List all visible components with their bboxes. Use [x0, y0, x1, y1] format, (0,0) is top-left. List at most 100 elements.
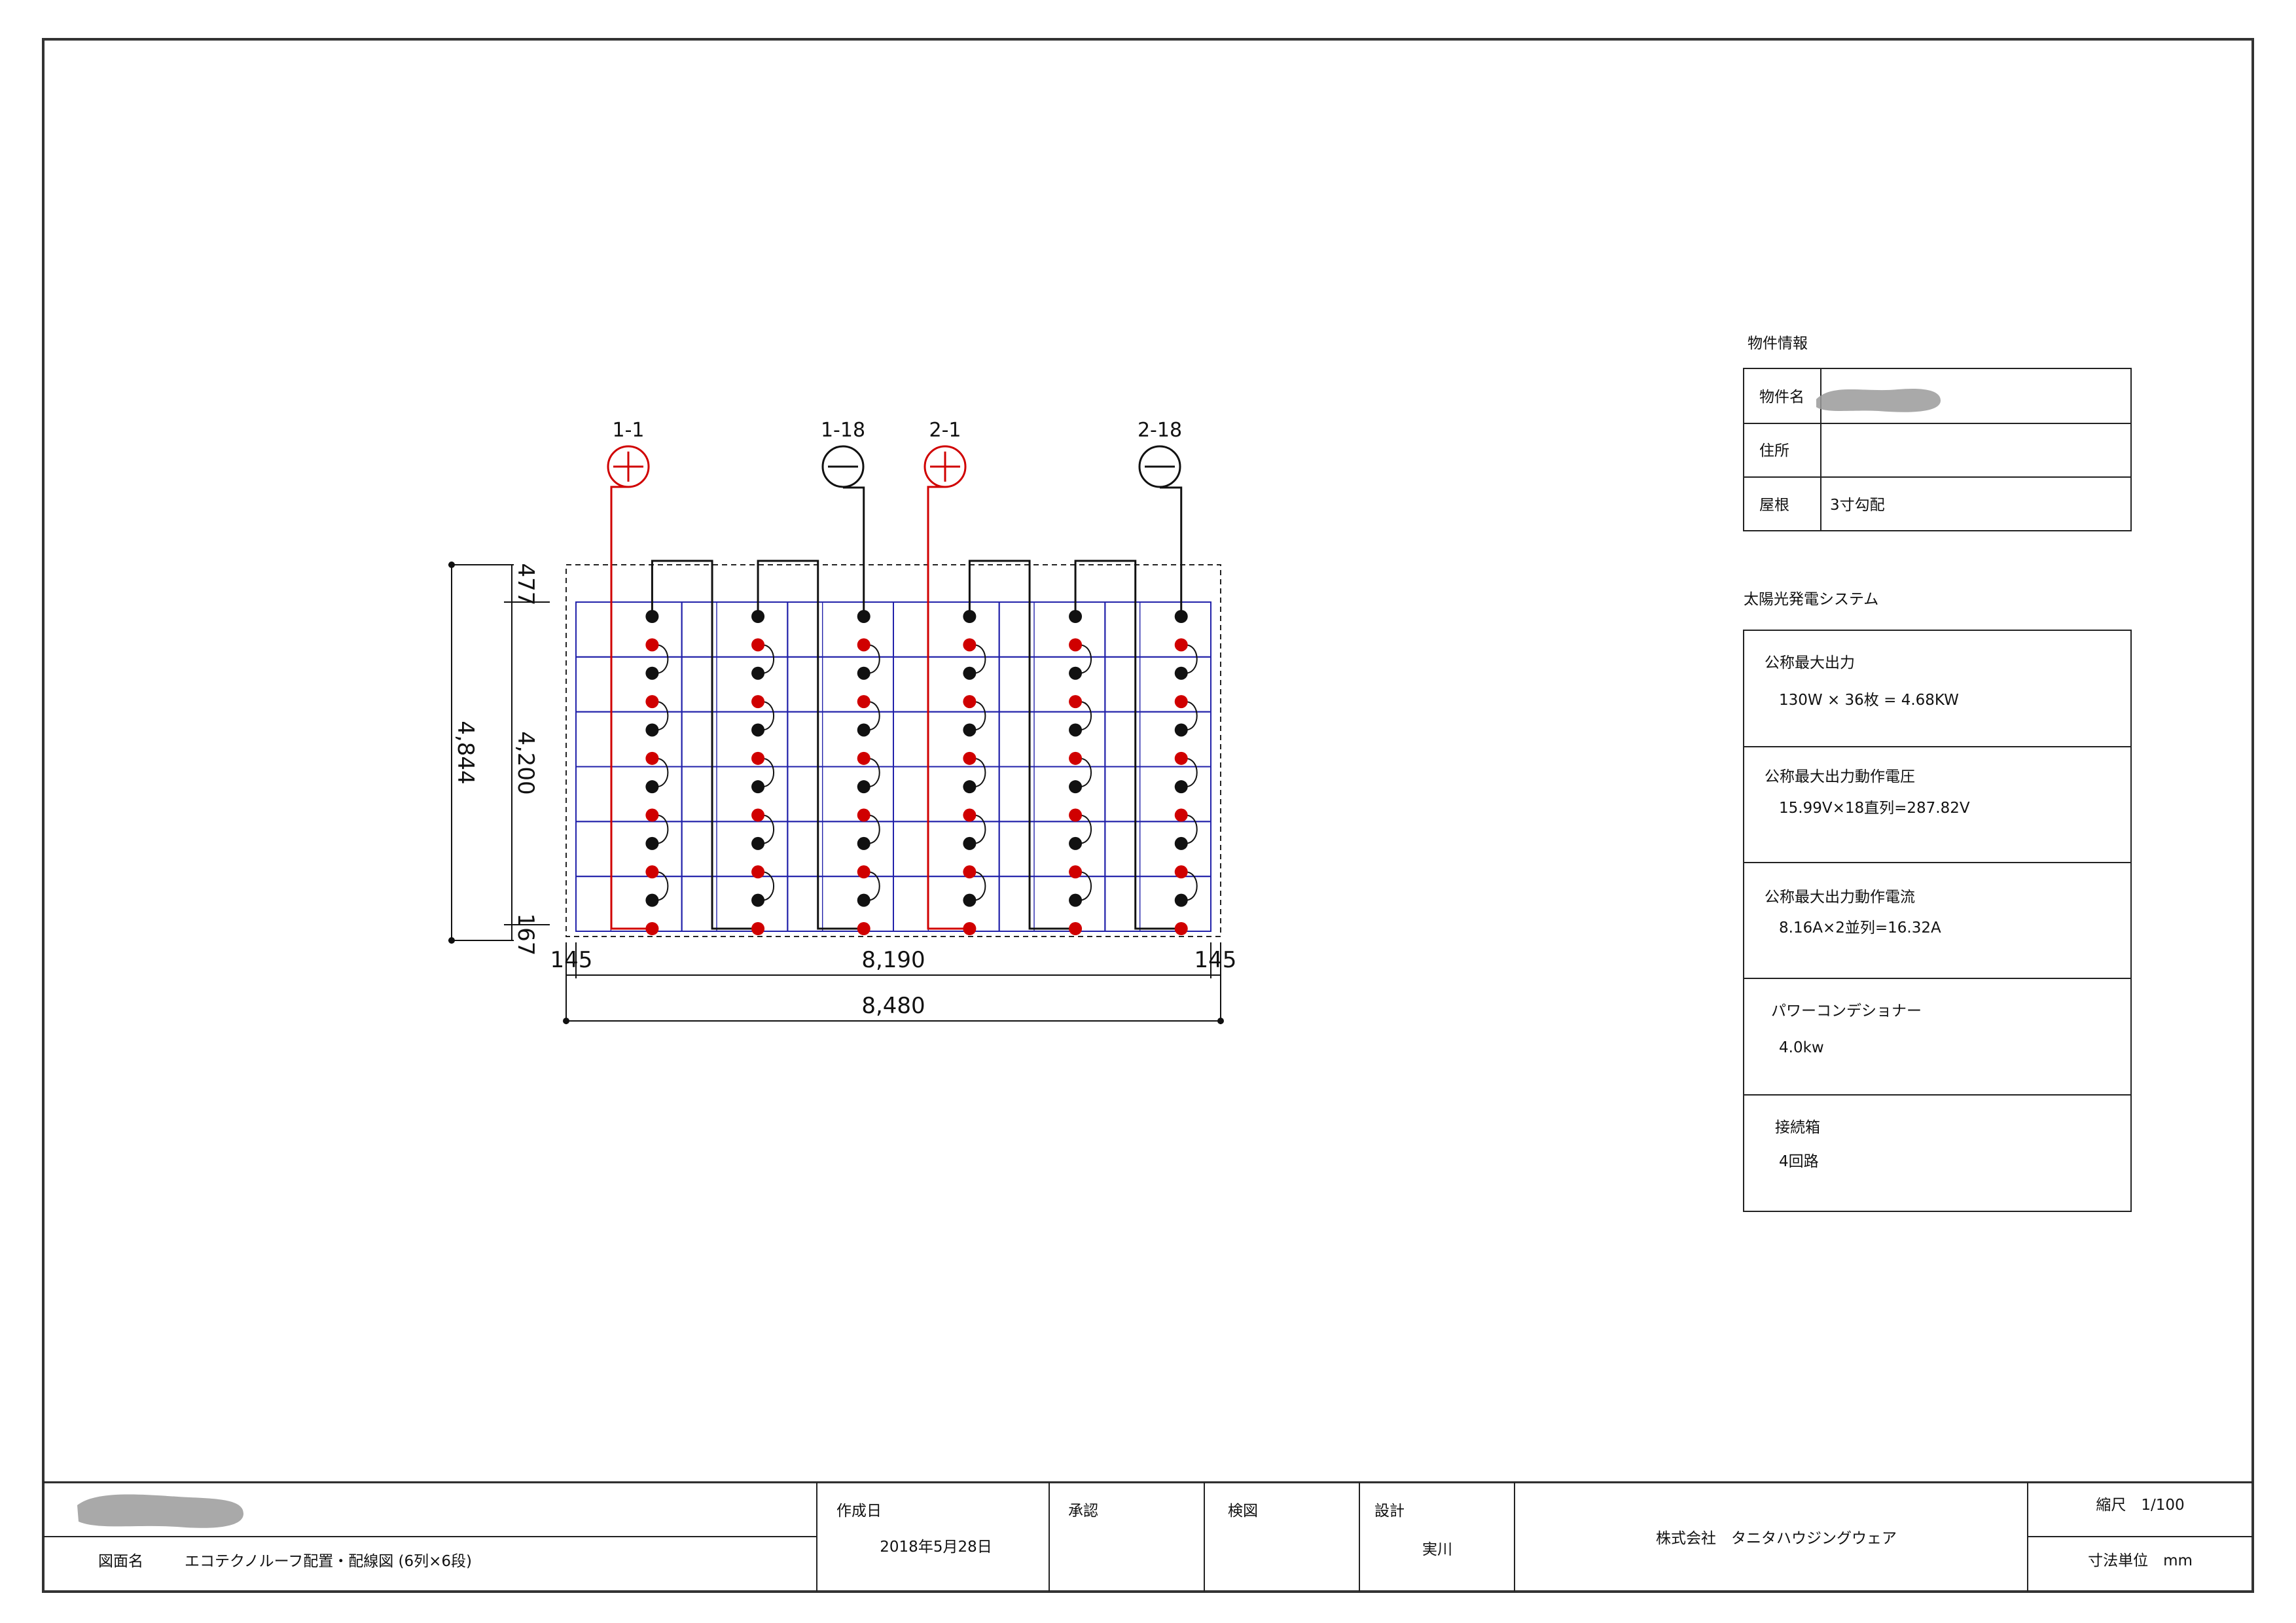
positive-connector	[1174, 865, 1188, 879]
positive-connector	[1174, 922, 1188, 935]
module-jumper	[1079, 757, 1092, 788]
positive-connector	[751, 638, 765, 652]
dimension-total-height	[448, 562, 514, 944]
dimension-margins-height	[504, 565, 550, 940]
solar-panel	[1104, 656, 1212, 713]
positive-connector	[645, 695, 659, 709]
module-jumper	[867, 701, 880, 731]
positive-connector	[645, 922, 659, 935]
solar-panel	[998, 601, 1106, 658]
solar-panel	[681, 601, 789, 658]
string-terminal-2-1: 2-1	[924, 419, 967, 488]
module-connectors	[645, 610, 1188, 935]
module-jumper	[973, 644, 986, 674]
negative-connector	[751, 666, 765, 680]
created-label: 作成日	[836, 1503, 882, 1520]
dim-bottom-margin: 167	[512, 914, 539, 956]
solar-panel	[998, 821, 1106, 878]
positive-connector	[857, 638, 870, 652]
positive-connector	[1174, 751, 1188, 765]
negative-connector	[857, 666, 870, 680]
solar-panel	[787, 711, 895, 768]
positive-connector	[1069, 865, 1083, 879]
module-jumper	[1185, 701, 1198, 731]
negative-lead-2	[1160, 486, 1183, 616]
negative-connector	[1174, 723, 1188, 737]
positive-lead-2	[927, 486, 970, 930]
solar-panel	[575, 656, 683, 713]
string-label: 1-1	[613, 419, 645, 442]
module-jumper	[1079, 644, 1092, 674]
solar-panel	[681, 656, 789, 713]
negative-connector	[1174, 780, 1188, 794]
solar-panel	[787, 601, 895, 658]
positive-connector	[857, 922, 870, 935]
solar-panel	[893, 711, 1000, 768]
solar-panel	[575, 766, 683, 823]
operating-current-value: 8.16A×2並列=16.32A	[1779, 919, 1941, 936]
module-jumper	[1079, 701, 1092, 731]
string-label: 2-18	[1138, 419, 1182, 442]
solar-panel	[893, 821, 1000, 878]
positive-connector	[963, 808, 977, 822]
positive-connector	[857, 808, 870, 822]
negative-connector	[645, 723, 659, 737]
positive-connector	[751, 922, 765, 935]
company-name: 株式会社 タニタハウジングウェア	[1656, 1530, 1897, 1547]
positive-connector	[1174, 638, 1188, 652]
junction-box-title: 接続箱	[1775, 1119, 1820, 1136]
positive-lead-1	[610, 486, 653, 930]
title-block	[43, 1481, 2253, 1592]
positive-connector	[1174, 808, 1188, 822]
design-label: 設計	[1374, 1503, 1405, 1520]
solar-panel	[893, 876, 1000, 932]
positive-connector	[1069, 638, 1083, 652]
module-jumper	[1079, 871, 1092, 901]
positive-connector	[963, 865, 977, 879]
string-label: 1-18	[821, 419, 865, 442]
approval-label: 承認	[1068, 1503, 1098, 1520]
solar-panel	[575, 711, 683, 768]
string-terminal-1-1: 1-1	[607, 419, 650, 488]
solar-panel	[681, 876, 789, 932]
negative-connector	[963, 893, 977, 907]
series-link	[757, 560, 864, 930]
module-jumper	[1185, 871, 1198, 901]
solar-panel	[787, 766, 895, 823]
solar-panel	[681, 766, 789, 823]
roof-label: 屋根	[1759, 497, 1789, 514]
solar-panel	[998, 656, 1106, 713]
positive-connector	[857, 865, 870, 879]
module-jumper	[973, 757, 986, 788]
designer-name: 実川	[1422, 1541, 1452, 1558]
positive-connector	[751, 865, 765, 879]
module-jumper	[656, 757, 669, 788]
solar-panel	[575, 876, 683, 932]
positive-connector	[1069, 695, 1083, 709]
series-link	[651, 560, 759, 930]
address-label: 住所	[1759, 442, 1789, 459]
power-conditioner-value: 4.0kw	[1779, 1039, 1824, 1056]
negative-connector	[645, 666, 659, 680]
module-jumper	[1185, 814, 1198, 844]
negative-connector	[1069, 836, 1083, 850]
created-date: 2018年5月28日	[880, 1539, 992, 1556]
drawing-name-label: 図面名	[98, 1553, 143, 1570]
dim-panel-width: 8,190	[861, 947, 925, 973]
module-jumper	[761, 701, 775, 731]
module-jumper	[867, 814, 880, 844]
dim-left-margin: 145	[550, 947, 593, 973]
positive-connector	[963, 922, 977, 935]
pv-system-heading: 太陽光発電システム	[1744, 591, 1878, 608]
solar-panel	[893, 766, 1000, 823]
series-link	[968, 560, 1076, 930]
negative-connector	[751, 836, 765, 850]
negative-connector	[963, 836, 977, 850]
positive-connector	[857, 751, 870, 765]
dim-total-height: 4,844	[452, 721, 478, 784]
string-terminal-2-18: 2-18	[1138, 419, 1182, 488]
solar-panel	[1104, 876, 1212, 932]
dim-panel-height: 4,200	[512, 731, 539, 794]
negative-connector	[963, 666, 977, 680]
negative-connector	[645, 893, 659, 907]
